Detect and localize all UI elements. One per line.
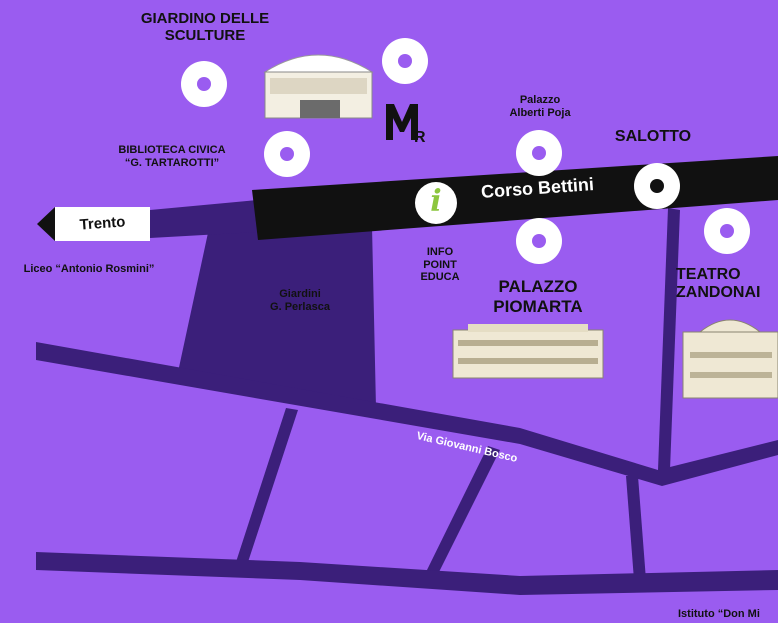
street-segment	[426, 446, 500, 574]
label-teatro-zandonai: TEATRO ZANDONAI	[676, 266, 761, 302]
label-salotto: SALOTTO	[614, 128, 692, 145]
label-palazzo-piomarta: PALAZZO PIOMARTA	[493, 277, 583, 316]
info-icon[interactable]: i	[415, 182, 457, 224]
location-marker-icon[interactable]	[382, 38, 428, 84]
label-giardino-sculture: GIARDINO DELLE SCULTURE	[140, 10, 270, 45]
location-marker-icon[interactable]	[516, 218, 562, 264]
location-marker-icon[interactable]	[704, 208, 750, 254]
label-palazzo-alberti-poja: Palazzo Alberti Poja	[509, 94, 571, 119]
location-marker-icon[interactable]	[181, 61, 227, 107]
road-trento	[150, 200, 258, 238]
location-marker-icon[interactable]	[634, 163, 680, 209]
street-segment	[626, 476, 646, 580]
street-bottom	[36, 552, 778, 595]
street-segment	[658, 208, 680, 470]
svg-text:R: R	[414, 129, 426, 144]
street-via-giovanni-bosco	[36, 342, 778, 486]
building-illustration-mart	[263, 54, 374, 119]
street-segment	[236, 408, 298, 562]
label-liceo-rosmini: Liceo “Antonio Rosmini”	[23, 263, 155, 275]
building-illustration-piomarta	[452, 324, 604, 379]
mart-logo: R	[386, 104, 426, 144]
label-info-point-educa: INFO POINT EDUCA	[420, 246, 460, 284]
label-giardini-perlasca: Giardini G. Perlasca	[270, 288, 330, 313]
location-marker-icon[interactable]	[264, 131, 310, 177]
label-biblioteca-civica: BIBLIOTECA CIVICA “G. TARTAROTTI”	[118, 144, 226, 169]
direction-sign-trento[interactable]: Trento	[37, 207, 150, 241]
park-area	[178, 200, 376, 408]
building-illustration-teatro	[682, 319, 778, 399]
location-marker-icon[interactable]	[516, 130, 562, 176]
label-istituto: Istituto “Don Mi	[678, 608, 760, 620]
direction-sign-label: Trento	[79, 213, 126, 234]
